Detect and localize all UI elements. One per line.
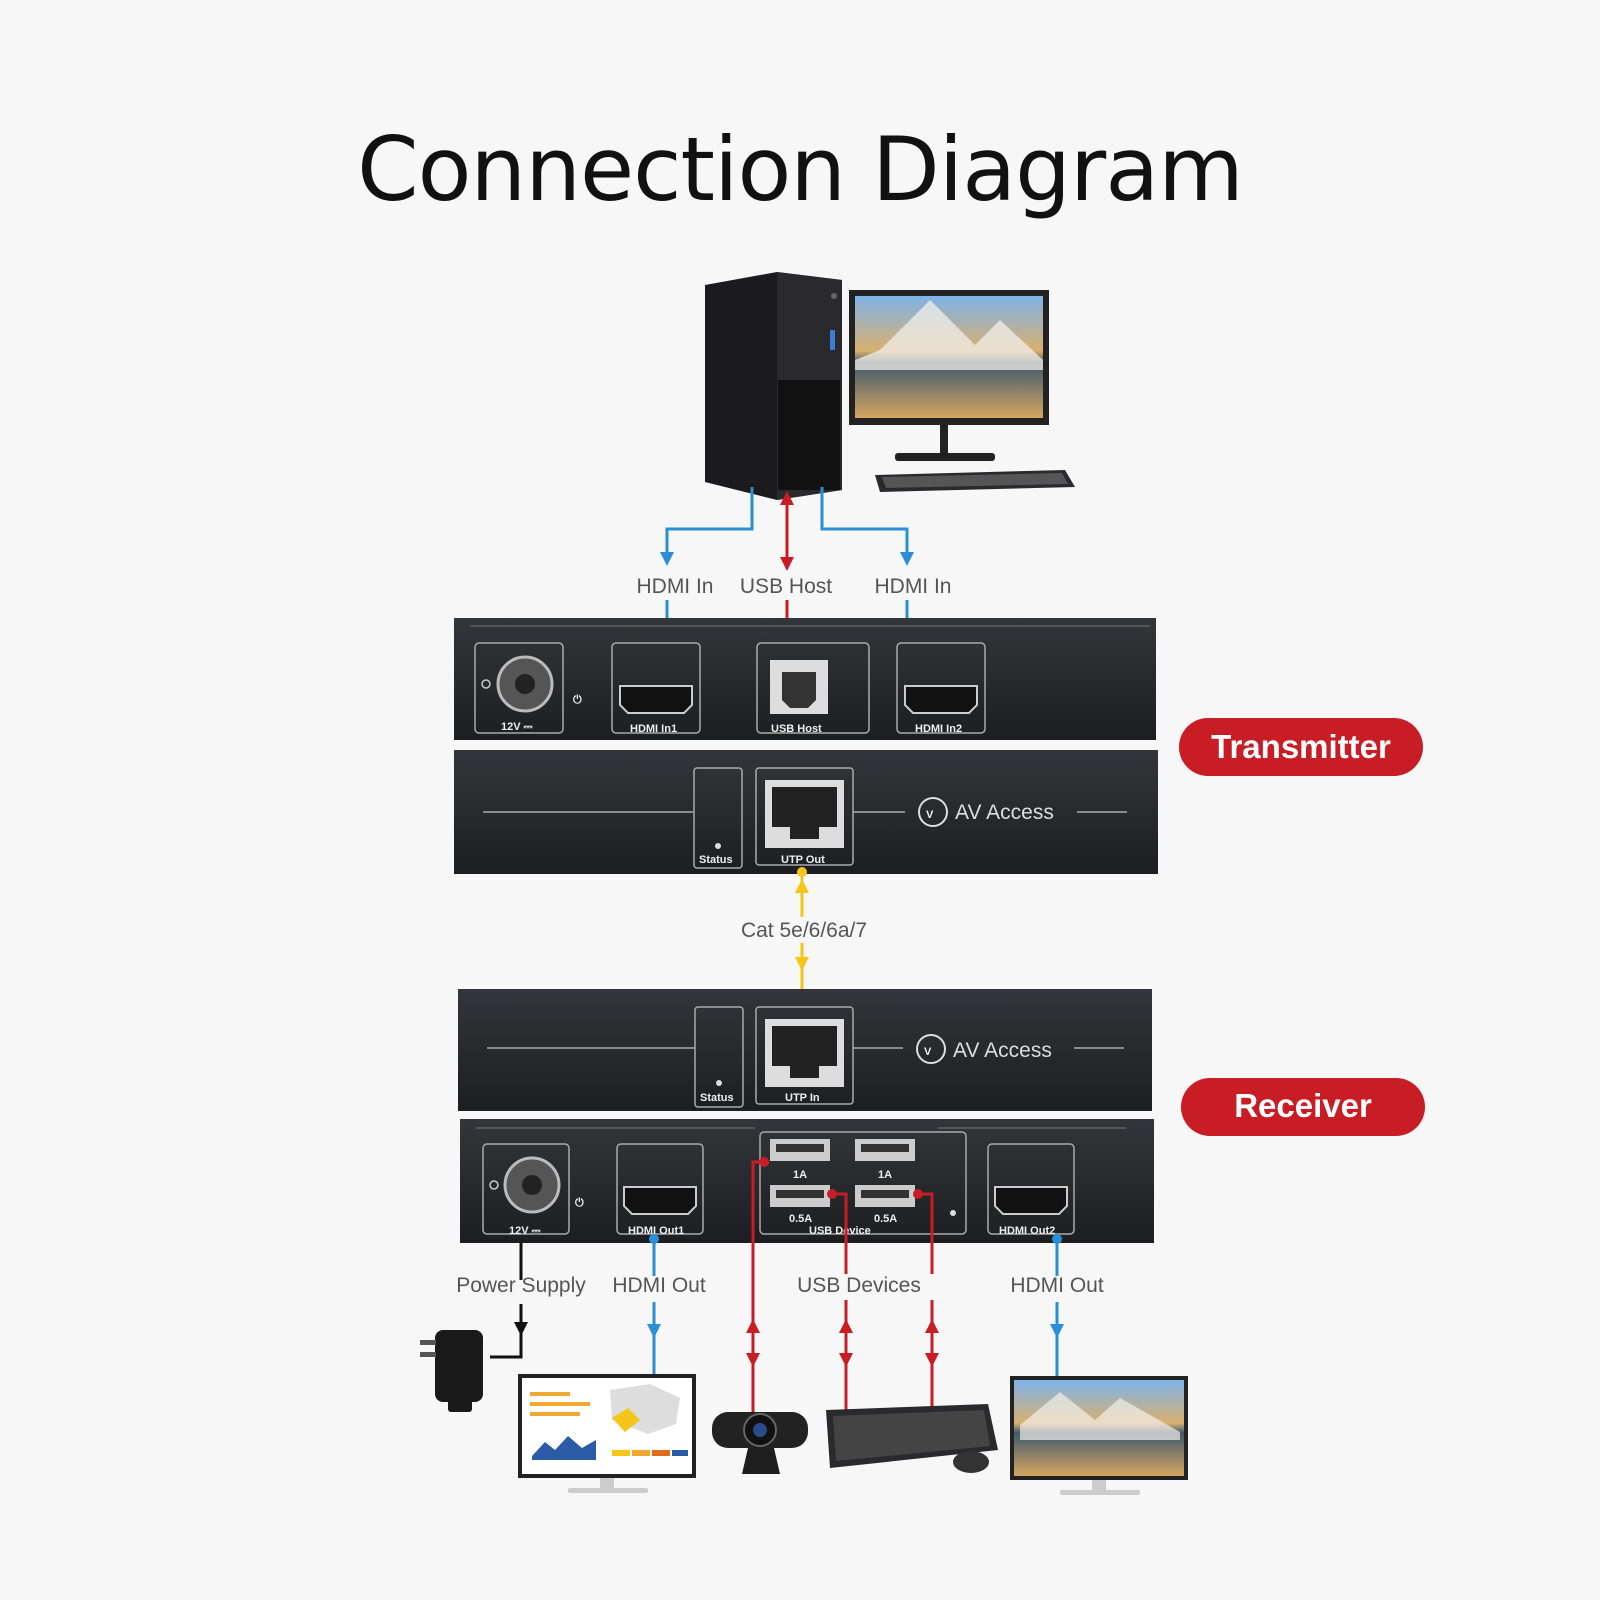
av-access-logo-icon	[918, 797, 948, 827]
usb-keyboard-line	[827, 1189, 853, 1412]
av-access-logo-icon	[916, 1034, 946, 1064]
hdmi-out-left-line	[647, 1234, 661, 1376]
svg-text:V: V	[926, 809, 934, 821]
cable-label: Cat 5e/6/6a/7	[741, 919, 867, 942]
tx-usb-host-label: USB Host	[771, 723, 822, 735]
svg-text:Receiver: Receiver	[1234, 1087, 1372, 1124]
receiver-front-panel: Status UTP In V AV Access	[458, 989, 1152, 1111]
svg-text:Transmitter: Transmitter	[1211, 728, 1391, 765]
rx-hdmi-out1-label: HDMI Out1	[628, 1225, 684, 1237]
rx-utp-in-label: UTP In	[785, 1092, 820, 1104]
hdmi-in-right-label: HDMI In	[874, 575, 951, 598]
receiver-badge: Receiver	[1181, 1078, 1425, 1136]
page-title: Connection Diagram	[357, 118, 1244, 221]
mouse-icon	[953, 1451, 989, 1473]
landscape-monitor-icon	[1010, 1376, 1188, 1495]
rx-brand: AV Access	[953, 1039, 1052, 1062]
hdmi-out1-port-icon	[623, 1186, 697, 1215]
usb-devices-label: USB Devices	[797, 1274, 921, 1297]
tx-hdmi-in2-label: HDMI In2	[915, 723, 962, 735]
desktop-monitor-icon	[849, 290, 1049, 461]
power-port-box	[474, 642, 564, 734]
hdmi-out2-port-icon	[994, 1186, 1068, 1215]
rx-power-label: 12V ⎓	[509, 1225, 541, 1237]
hdmi-in1-port-icon	[619, 685, 693, 714]
receiver-rear-panel: 12V ⎓ ⏻ HDMI Out1 1A 1A 0.5A 0.5A USB De…	[460, 1119, 1154, 1243]
tx-status-label: Status	[699, 854, 733, 866]
transmitter-front-panel: Status UTP Out V AV Access	[454, 750, 1158, 874]
power-supply-line	[490, 1243, 528, 1359]
tx-brand: AV Access	[955, 801, 1054, 824]
keyboard-icon	[875, 470, 1075, 492]
rx-hdmi-out2-label: HDMI Out2	[999, 1225, 1055, 1237]
rx-usb-device-label: USB Device	[809, 1225, 871, 1237]
rx-usb-05a-left-label: 0.5A	[789, 1213, 812, 1225]
hdmi-out-right-label: HDMI Out	[1010, 1274, 1104, 1297]
rx-usb-1a-right-label: 1A	[878, 1169, 892, 1181]
hdmi-out-left-label: HDMI Out	[612, 1274, 706, 1297]
hdmi-in-left-label: HDMI In	[636, 575, 713, 598]
hdmi-in2-port-icon	[904, 685, 978, 714]
usb-webcam-line	[746, 1157, 769, 1412]
tx-hdmi-in1-label: HDMI In1	[630, 723, 677, 735]
transmitter-badge: Transmitter	[1179, 718, 1423, 776]
hdmi-out-right-line	[1050, 1234, 1064, 1376]
rx-usb-1a-left-label: 1A	[793, 1169, 807, 1181]
tx-utp-out-label: UTP Out	[781, 854, 825, 866]
usb-host-label: USB Host	[740, 575, 832, 598]
svg-text:V: V	[924, 1046, 932, 1058]
power-adapter-icon	[420, 1330, 483, 1412]
tx-power-label: 12V ⎓	[501, 721, 533, 733]
wireless-keyboard-icon	[826, 1404, 998, 1468]
dashboard-monitor-icon	[518, 1374, 696, 1493]
transmitter-rear-panel: 12V ⎓ ⏻ HDMI In1 USB Host HDMI In2	[454, 618, 1156, 740]
rx-usb-05a-right-label: 0.5A	[874, 1213, 897, 1225]
pc-tower-icon	[705, 272, 842, 500]
power-led-icon: ⏻	[575, 1196, 584, 1209]
power-supply-label: Power Supply	[456, 1274, 586, 1297]
rx-status-label: Status	[700, 1092, 734, 1104]
power-led-icon: ⏻	[573, 693, 582, 706]
webcam-icon	[712, 1412, 808, 1474]
usb-mouse-line	[913, 1189, 939, 1412]
